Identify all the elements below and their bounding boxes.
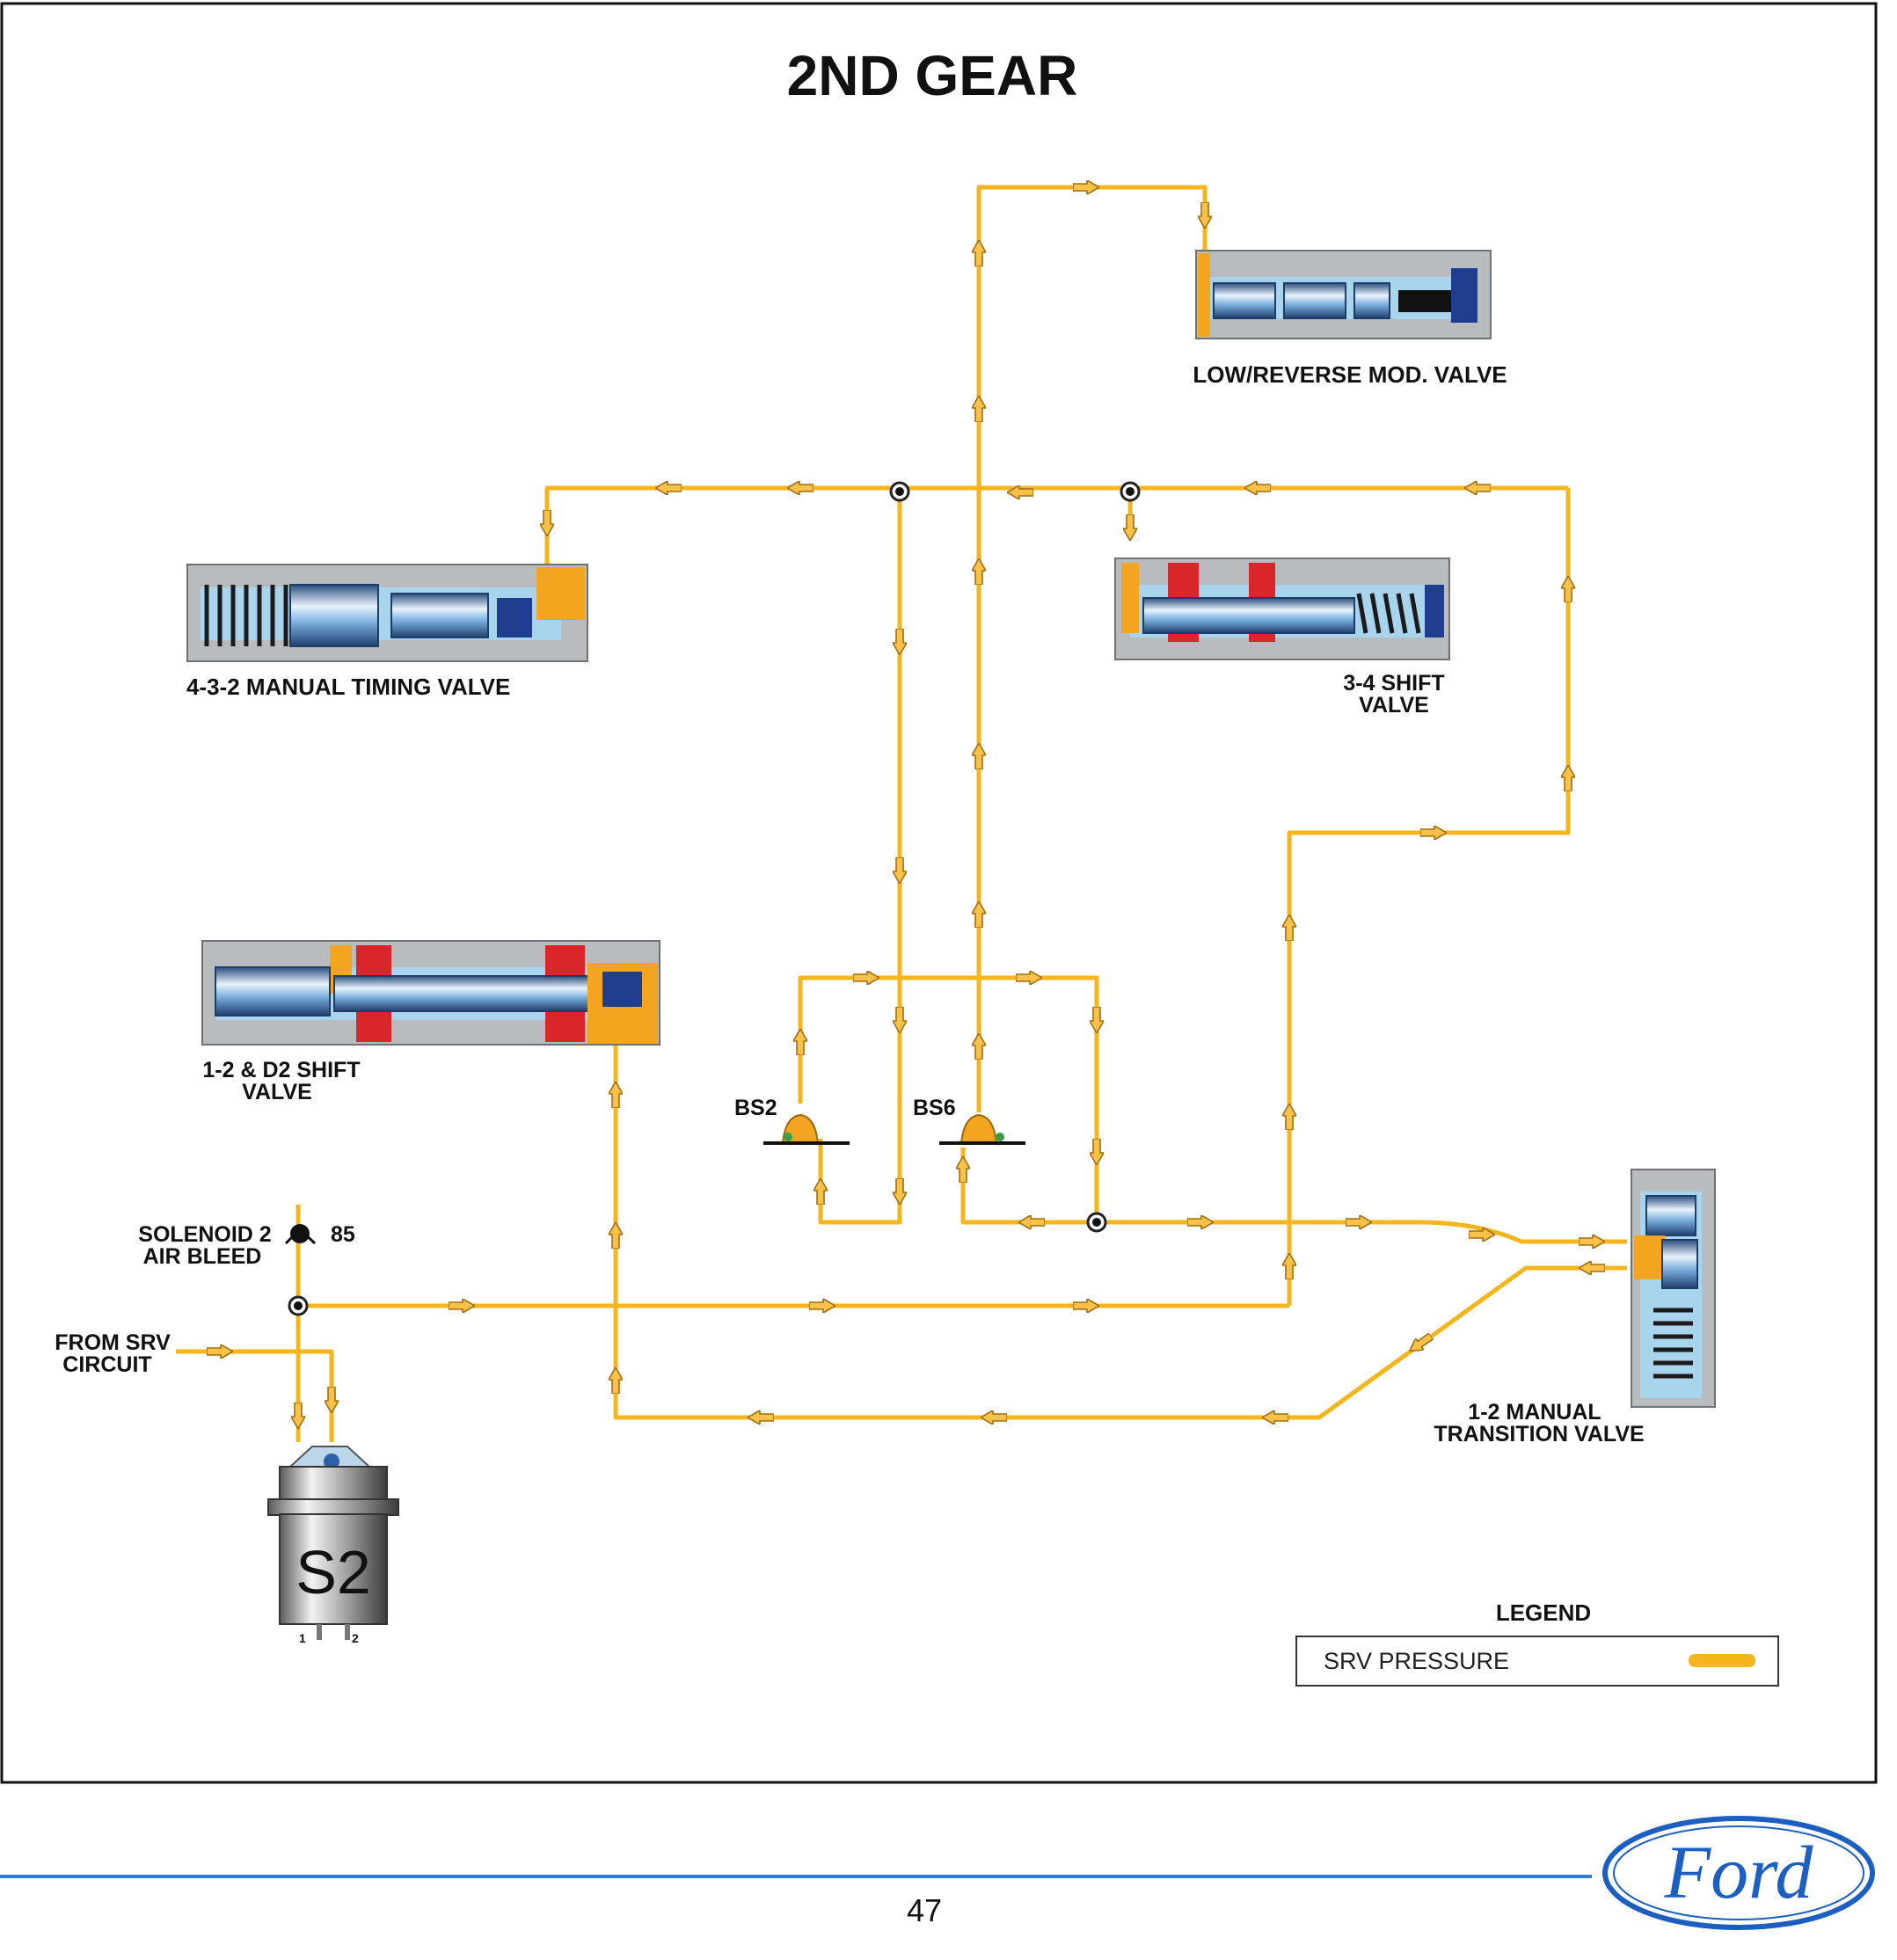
flow-arrow — [972, 396, 986, 422]
solenoid-label: S2 — [295, 1538, 371, 1607]
label-low-reverse-mod-valve: LOW/REVERSE MOD. VALVE — [1193, 361, 1507, 388]
legend-item-label: SRV PRESSURE — [1324, 1648, 1509, 1674]
flow-arrow — [1420, 826, 1447, 840]
flow-arrow — [1018, 1215, 1045, 1229]
flow-arrow — [972, 240, 986, 266]
flow-arrow — [972, 901, 986, 928]
flow-arrow — [1282, 914, 1296, 941]
legend-title: LEGEND — [1496, 1599, 1591, 1626]
label-air-bleed-line1: SOLENOID 2 — [138, 1222, 271, 1247]
junctions — [288, 481, 1141, 1316]
flow-arrow — [1198, 202, 1212, 229]
solenoid-pin-2: 2 — [352, 1631, 359, 1645]
flow-arrow — [893, 629, 907, 655]
flow-arrow — [609, 1367, 623, 1394]
flow-arrow — [1282, 1104, 1296, 1130]
shift-12-d2-valve — [201, 940, 660, 1046]
label-transition-valve-line1: 1-2 MANUAL — [1468, 1400, 1601, 1424]
label-srv-source-line2: CIRCUIT — [62, 1352, 151, 1377]
flow-arrow — [1561, 576, 1575, 602]
page-number: 47 — [907, 1892, 942, 1928]
air-bleed-orifice — [284, 1224, 317, 1245]
label-air-bleed-line2: AIR BLEED — [143, 1244, 262, 1269]
flow-arrow — [787, 481, 814, 495]
flow-arrow — [609, 1222, 623, 1249]
flow-arrow — [1262, 1410, 1288, 1424]
label-shift-34-valve-line2: VALVE — [1359, 693, 1429, 718]
flow-arrow — [972, 558, 986, 585]
flow-arrow — [853, 971, 879, 985]
label-transition-valve-line2: TRANSITION VALVE — [1434, 1422, 1644, 1446]
flow-arrow — [540, 510, 554, 536]
flow-arrow — [748, 1410, 774, 1424]
flow-arrow — [1464, 481, 1491, 495]
flow-arrow — [1579, 1261, 1605, 1275]
flow-arrow — [1090, 1007, 1104, 1033]
flow-arrow — [893, 857, 907, 884]
flow-arrow — [1187, 1215, 1214, 1229]
flow-arrow — [814, 1178, 828, 1205]
flow-arrow — [1346, 1215, 1372, 1229]
solenoid-s2 — [267, 1446, 399, 1640]
flow-arrow — [449, 1299, 475, 1313]
shift-34-valve — [1114, 557, 1450, 660]
junction-dot — [1120, 481, 1141, 502]
label-bleed-number: 85 — [331, 1222, 355, 1247]
flow-arrow — [655, 481, 682, 495]
flow-arrow — [893, 1007, 907, 1033]
flow-arrow — [1282, 1253, 1296, 1279]
ford-logo: Ford — [1602, 1816, 1875, 1930]
manual-timing-valve — [186, 564, 588, 662]
page-title: 2ND GEAR — [787, 44, 1078, 107]
flow-arrow — [1073, 180, 1099, 194]
label-bs6: BS6 — [913, 1096, 956, 1120]
flow-arrow — [609, 1082, 623, 1108]
flow-arrow — [1090, 1139, 1104, 1165]
flow-arrow — [1244, 481, 1271, 495]
flow-arrow — [981, 1410, 1007, 1424]
label-manual-timing-valve: 4-3-2 MANUAL TIMING VALVE — [186, 674, 510, 700]
flow-arrow — [1561, 765, 1575, 791]
label-shift-34-valve-line1: 3-4 SHIFT — [1343, 671, 1444, 696]
flow-arrow — [793, 1029, 807, 1055]
ball-check-bs6 — [939, 1113, 1025, 1145]
label-shift-12-valve-line1: 1-2 & D2 SHIFT — [202, 1058, 360, 1082]
legend-swatch — [1689, 1654, 1755, 1667]
flow-arrow — [972, 743, 986, 769]
flow-arrow — [1073, 1299, 1099, 1313]
flow-arrow — [809, 1299, 835, 1313]
junction-dot — [889, 481, 910, 502]
page-border — [0, 2, 1878, 1784]
ford-logo-text: Ford — [1664, 1830, 1814, 1914]
label-shift-12-valve-line2: VALVE — [242, 1080, 312, 1104]
flow-arrow — [1123, 514, 1137, 541]
low-reverse-mod-valve — [1195, 250, 1492, 339]
flow-arrow — [956, 1156, 970, 1183]
label-srv-source-line1: FROM SRV — [55, 1330, 171, 1355]
flow-arrow — [893, 1178, 907, 1205]
flow-arrow — [1579, 1235, 1605, 1249]
flow-arrow — [207, 1344, 233, 1359]
manual-transition-valve — [1631, 1169, 1716, 1408]
flow-arrow — [325, 1387, 339, 1413]
junction-dot — [1086, 1212, 1107, 1233]
label-bs2: BS2 — [734, 1096, 777, 1120]
flow-arrow — [1016, 971, 1042, 985]
ball-check-bs2 — [763, 1113, 850, 1145]
flow-arrow — [972, 1033, 986, 1060]
solenoid-pin-1: 1 — [299, 1631, 306, 1645]
flow-arrow — [291, 1403, 305, 1429]
junction-dot — [288, 1295, 309, 1316]
